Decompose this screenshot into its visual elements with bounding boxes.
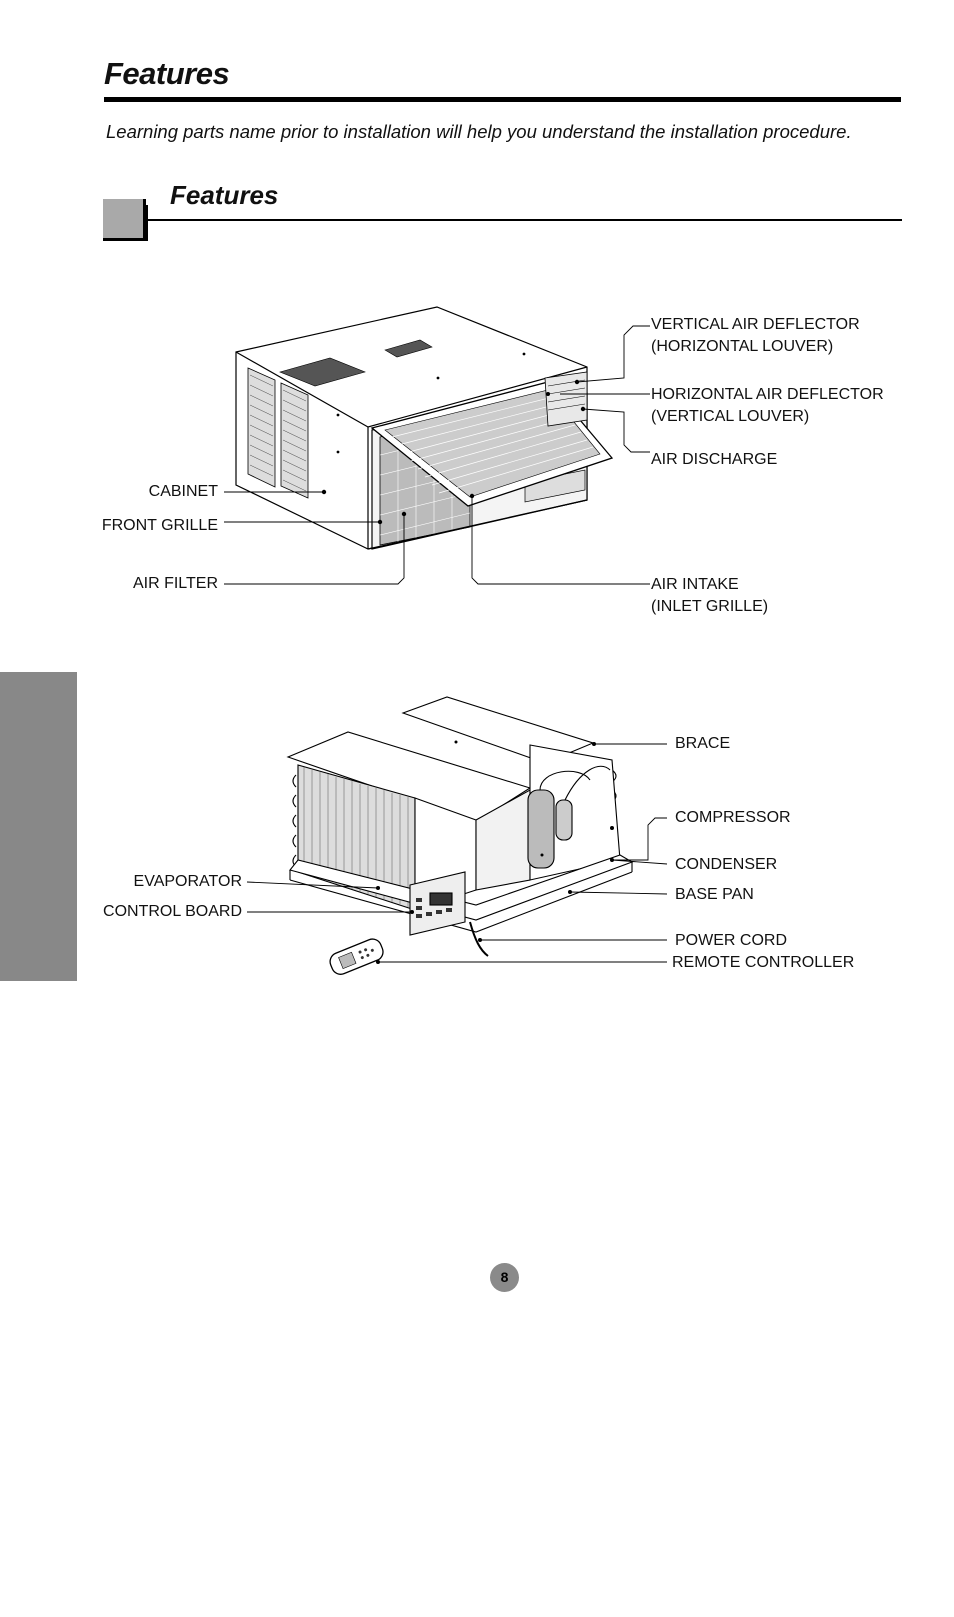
label-control-board: CONTROL BOARD [103, 903, 242, 920]
front-view-illustration [224, 306, 650, 585]
section-marker [103, 199, 146, 241]
label-evaporator: EVAPORATOR [133, 873, 242, 890]
label-remote-controller: REMOTE CONTROLLER [672, 954, 855, 971]
section-divider-vertical [146, 205, 148, 241]
chapter-tab-label: Features and Installation [20, 1334, 44, 1617]
label-compressor: COMPRESSOR [675, 809, 791, 826]
intro-text: Learning parts name prior to installatio… [106, 121, 852, 142]
label-brace: BRACE [675, 735, 731, 752]
label-line: VERTICAL AIR DEFLECTOR [651, 316, 860, 333]
label-line: (INLET GRILLE) [651, 598, 769, 615]
label-line: HORIZONTAL AIR DEFLECTOR [651, 386, 884, 403]
chapter-side-tab: Features and Installation [0, 672, 77, 1617]
page-title: Features [104, 56, 230, 91]
internal-view-illustration [246, 696, 668, 975]
page-number-badge: 8 [490, 1263, 519, 1292]
title-rule [104, 97, 901, 102]
label-air-discharge: AIR DISCHARGE [651, 451, 778, 468]
section-divider [146, 219, 902, 221]
label-vertical-air-deflector: VERTICAL AIR DEFLECTOR (HORIZONTAL LOUVE… [651, 314, 860, 358]
label-front-grille: FRONT GRILLE [101, 517, 218, 534]
label-air-intake: AIR INTAKE (INLET GRILLE) [651, 574, 768, 618]
label-cabinet: CABINET [148, 483, 218, 500]
label-horizontal-air-deflector: HORIZONTAL AIR DEFLECTOR (VERTICAL LOUVE… [651, 384, 884, 428]
label-line: (VERTICAL LOUVER) [651, 408, 810, 425]
label-condenser: CONDENSER [675, 856, 778, 873]
label-power-cord: POWER CORD [675, 932, 787, 949]
label-base-pan: BASE PAN [675, 886, 754, 903]
label-air-filter: AIR FILTER [132, 575, 218, 592]
label-line: (HORIZONTAL LOUVER) [651, 338, 834, 355]
section-title: Features [170, 180, 279, 210]
label-line: AIR INTAKE [651, 576, 739, 593]
